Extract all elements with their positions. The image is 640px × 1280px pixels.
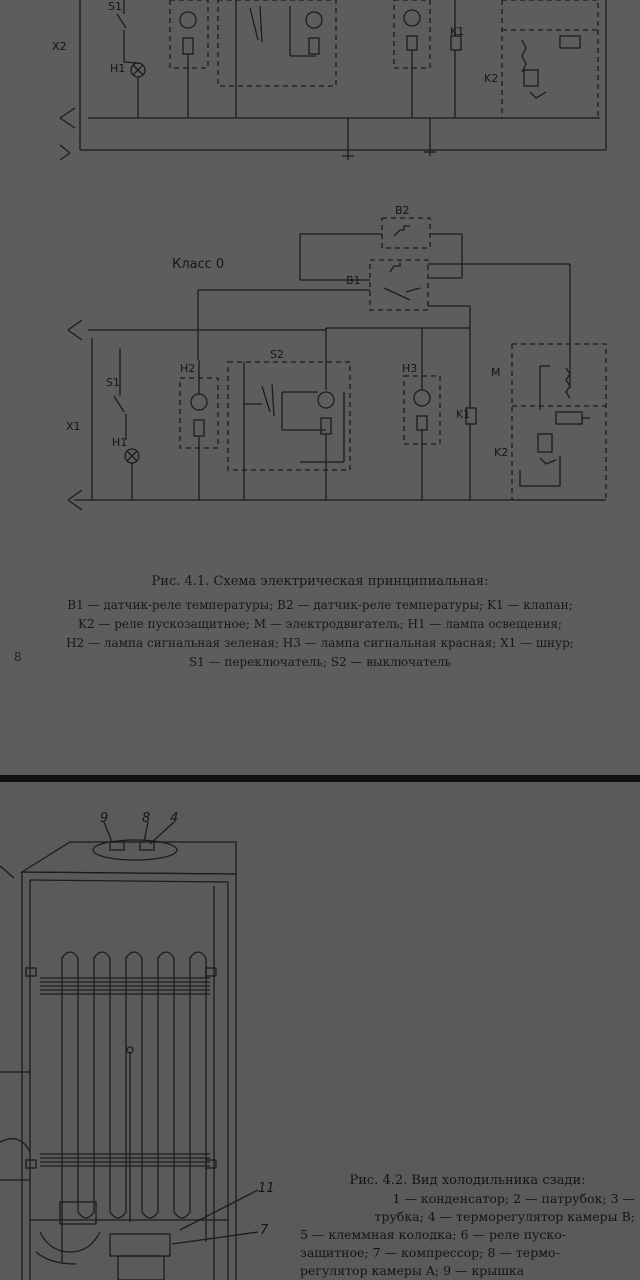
label-s2: S2 [270, 348, 284, 361]
label-k2: K2 [494, 446, 508, 459]
fridge-figure-page: 9 8 4 11 7 [0, 782, 640, 1280]
label-b1: B1 [346, 274, 361, 287]
schematic-page: S1 H1 X2 K1 K2 B2 B1 Класс 0 H2 S2 H3 M … [14, 0, 607, 669]
callout-7: 7 [260, 1223, 269, 1238]
electrical-schematic: S1 H1 X2 K1 K2 B2 B1 Класс 0 H2 S2 H3 M … [52, 0, 607, 511]
fridge-caption-title: Рис. 4.2. Вид холодильника сзади: [349, 1173, 586, 1188]
callout-8: 8 [142, 811, 150, 826]
label-h2: H2 [180, 362, 195, 375]
caption-line-4: S1 — переключатель; S2 — выключатель [188, 655, 452, 669]
label-x2: X2 [52, 40, 67, 53]
fridge-caption-line-5: регулятор камеры A; 9 — крышка [300, 1263, 525, 1278]
label-k2-top: K2 [484, 72, 498, 85]
page-number: 8 [14, 650, 22, 664]
fridge-caption-line-1: 1 — конденсатор; 2 — патрубок; 3 — [392, 1191, 635, 1206]
figure-caption-title: Рис. 4.1. Схема электрическая принципиал… [151, 574, 489, 589]
label-s1-top: S1 [108, 0, 122, 13]
class-label: Класс 0 [172, 257, 224, 272]
label-h3: H3 [402, 362, 417, 375]
label-h1-top: H1 [110, 62, 125, 75]
label-b2: B2 [395, 204, 410, 217]
callout-11: 11 [258, 1181, 275, 1196]
label-h1: H1 [112, 436, 127, 449]
fridge-rear-view-drawing: 9 8 4 11 7 [0, 811, 275, 1280]
fridge-figure-caption: Рис. 4.2. Вид холодильника сзади: 1 — ко… [300, 1172, 635, 1280]
label-k1-top: K1 [450, 25, 464, 38]
fridge-caption-line-4: защитное; 7 — компрессор; 8 — термо- [300, 1245, 560, 1260]
label-x1: X1 [66, 420, 81, 433]
caption-line-1: B1 — датчик-реле температуры; B2 — датчи… [67, 598, 573, 612]
caption-line-3: H2 — лампа сигнальная зеленая; H3 — ламп… [66, 636, 574, 650]
caption-line-2: K2 — реле пускозащитное; M — электродвиг… [78, 617, 562, 631]
label-m: M [491, 366, 501, 379]
fridge-caption-line-3: 5 — клеммная колодка; 6 — реле пуско- [300, 1227, 566, 1242]
label-s1: S1 [106, 376, 120, 389]
callout-9: 9 [100, 811, 108, 826]
label-k1: K1 [456, 408, 470, 421]
page-divider [0, 775, 640, 782]
callout-4: 4 [170, 811, 178, 826]
fridge-caption-line-2: трубка; 4 — терморегулятор камеры B; [374, 1209, 635, 1224]
